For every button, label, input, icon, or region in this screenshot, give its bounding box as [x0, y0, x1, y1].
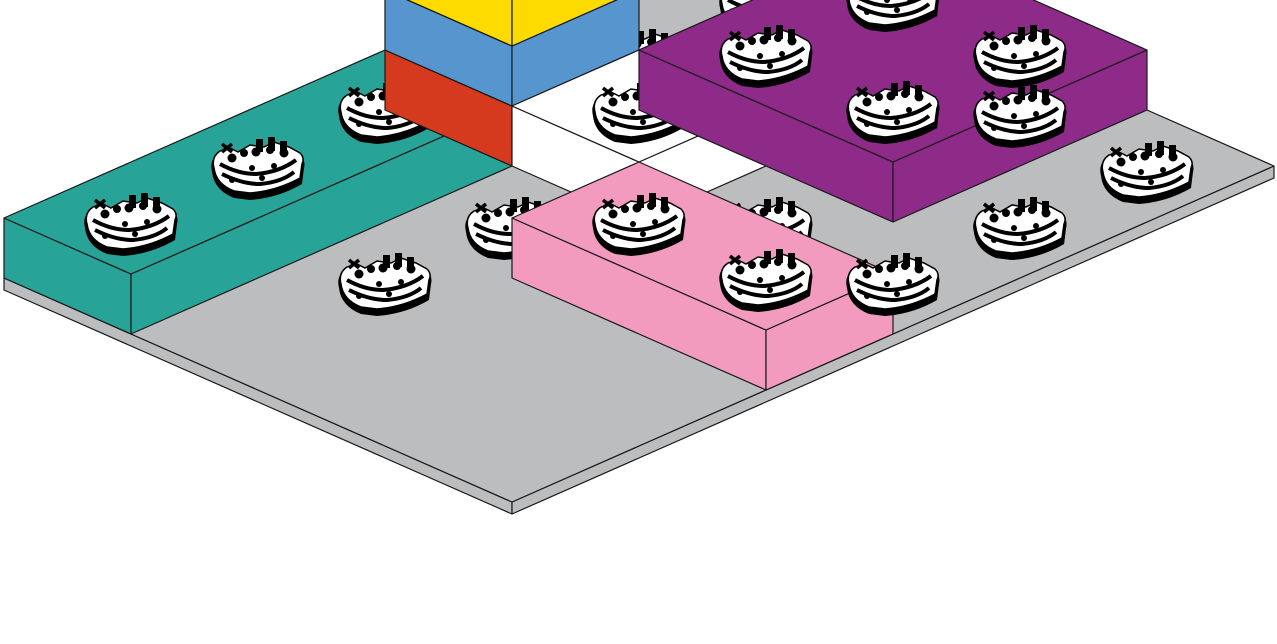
yellow-brick-side-right [511, 0, 618, 47]
yellow-brick-side-left [406, 0, 513, 47]
